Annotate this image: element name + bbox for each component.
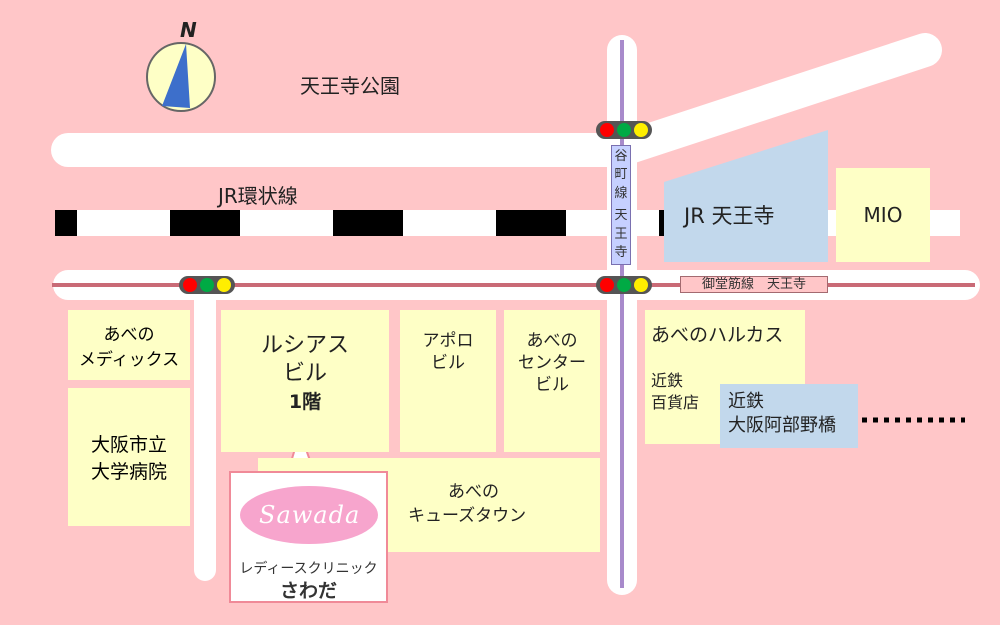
tanimachi-char: 町 (614, 167, 628, 183)
kintetsu-dept-line: 百貨店 (651, 393, 700, 412)
mio-label: MIO (863, 202, 903, 227)
mio-block: MIO (836, 168, 930, 262)
medix-line: あべの (103, 325, 155, 345)
tanimachi-char: 谷 (614, 149, 628, 164)
apollo-building-block: アポロ ビル (400, 310, 496, 452)
lucias-floor: 1階 (288, 391, 322, 413)
center-line: ビル (535, 375, 569, 395)
tanimachi-char: 天 (614, 208, 628, 224)
center-line: あべの (526, 331, 578, 351)
clinic-logo-card: Sawada レディースクリニック さわだ (229, 471, 388, 603)
harukas-label: あべのハルカス (651, 324, 784, 346)
lucias-building-block: ルシアス ビル 1階 (221, 310, 389, 452)
clinic-logo-mark (240, 486, 378, 544)
park-label: 天王寺公園 (300, 74, 400, 98)
kintetsu-station-line: 大阪阿部野橋 (728, 415, 836, 436)
center-line: センター (518, 353, 586, 373)
apollo-line: アポロ (422, 331, 474, 351)
compass-icon (146, 42, 216, 112)
compass-north-label: N (180, 18, 197, 42)
jr-tennoji-label: JR 天王寺 (684, 204, 775, 228)
lucias-building: ビル (282, 361, 327, 386)
tanimachi-char: 線 (614, 185, 628, 201)
tanimachi-char: 王 (614, 226, 628, 242)
clinic-logo-script: Sawada (259, 501, 361, 529)
jr-loop-line-dashes (55, 210, 669, 236)
hospital-line: 大学病院 (90, 461, 167, 483)
apollo-line: ビル (431, 353, 465, 373)
traffic-signal-lower-right (596, 276, 652, 294)
traffic-signal-upper (596, 121, 652, 139)
midosuji-line-sign: 御堂筋線 天王寺 (680, 276, 828, 293)
tanimachi-char: 寺 (614, 244, 628, 260)
kintetsu-station-line: 近鉄 (728, 391, 764, 412)
city-university-hospital-block: 大阪市立 大学病院 (68, 388, 190, 526)
jr-tennoji-station-shape (664, 130, 828, 262)
clinic-name-line1: レディースクリニック (239, 561, 378, 577)
abeno-center-building-block: あべの センター ビル (504, 310, 600, 452)
qtown-line: あべの (448, 482, 499, 502)
tanimachi-line-sign: 谷 町 線 天 王 寺 (611, 145, 631, 265)
abeno-medix-block: あべの メディックス (68, 310, 190, 380)
jr-loop-line-label: JR環状線 (218, 184, 298, 208)
medix-line: メディックス (78, 350, 180, 370)
lucias-name: ルシアス (260, 333, 349, 358)
kintetsu-dept-line: 近鉄 (651, 371, 684, 390)
qtown-line: キューズタウン (408, 506, 527, 526)
traffic-signal-lower-left (179, 276, 235, 294)
hospital-line: 大阪市立 (90, 434, 167, 456)
clinic-name-line2: さわだ (279, 580, 337, 602)
kintetsu-abenobashi-station-block: 近鉄 大阪阿部野橋 (720, 384, 858, 448)
